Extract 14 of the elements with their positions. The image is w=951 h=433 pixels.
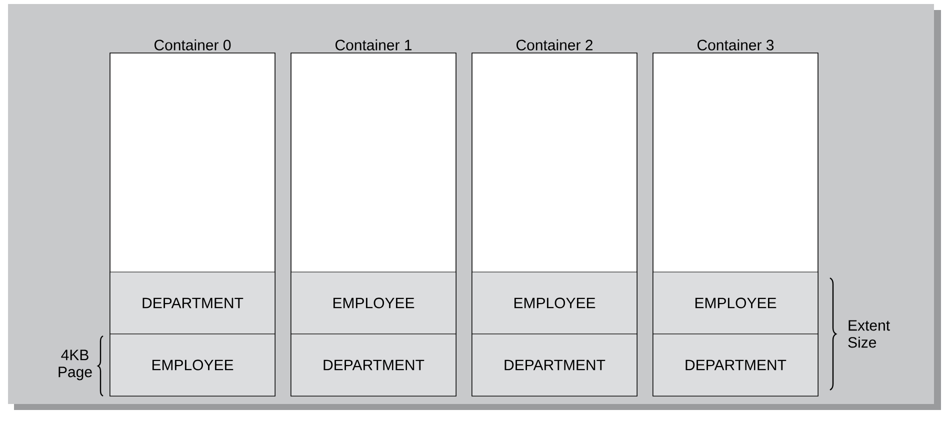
page-box: EMPLOYEE: [110, 334, 276, 396]
page-box: EMPLOYEE: [290, 272, 456, 334]
page-box: EMPLOYEE: [472, 272, 638, 334]
label-text: Extent Size: [848, 320, 890, 348]
node-label: Container 1: [336, 39, 412, 50]
label-text: 4KB Page: [58, 350, 92, 380]
page-box: DEPARTMENT: [472, 334, 638, 396]
page-box: DEPARTMENT: [652, 334, 818, 396]
page-box: DEPARTMENT: [110, 272, 276, 334]
node-label: Container 0: [154, 39, 231, 50]
page-box: DEPARTMENT: [290, 334, 456, 396]
page-box: EMPLOYEE: [652, 272, 818, 334]
node-label: Container 3: [697, 39, 774, 50]
node-label: Container 2: [516, 39, 592, 50]
